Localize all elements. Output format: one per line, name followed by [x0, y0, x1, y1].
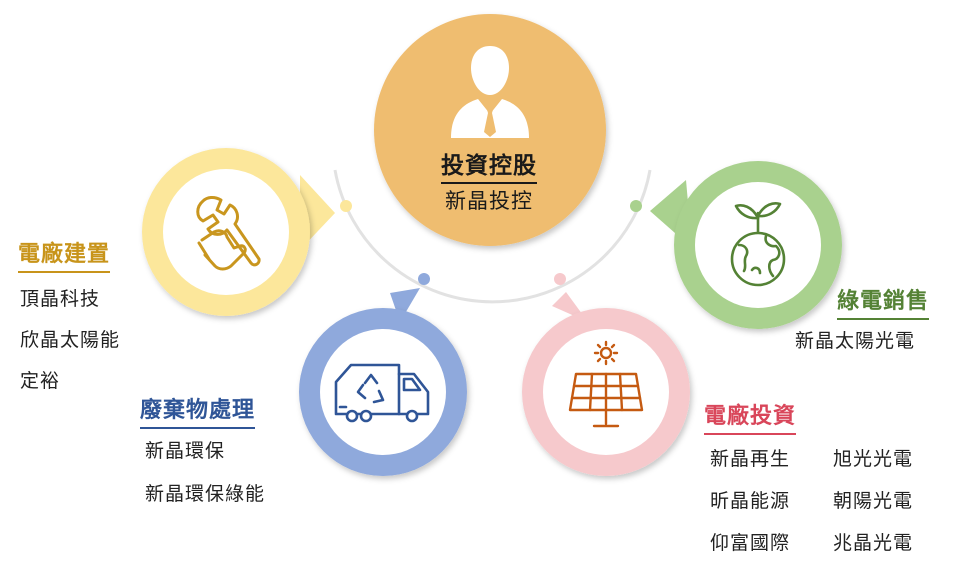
plant-construction-company: 頂晶科技 — [20, 288, 101, 310]
plant-globe-icon — [730, 202, 786, 287]
plant-investment-node — [522, 292, 690, 476]
waste-treatment-company: 新晶環保綠能 — [145, 483, 266, 505]
plant-investment-company: 旭光光電 — [833, 448, 914, 470]
plant-investment-title: 電廠投資 — [704, 398, 797, 435]
recycling-truck-icon — [334, 363, 430, 423]
connector-dot-waste-treatment — [418, 273, 430, 285]
connector-dot-plant-construction — [340, 200, 352, 212]
green-power-node — [650, 161, 842, 329]
businessman-icon — [451, 46, 529, 138]
hub-title: 投資控股 — [441, 146, 537, 184]
green-power-title: 綠電銷售 — [837, 283, 930, 320]
plant-investment-company: 兆晶光電 — [833, 532, 914, 554]
plant-construction-title: 電廠建置 — [18, 236, 111, 273]
solar-panel-icon — [568, 340, 644, 428]
plant-construction-company: 欣晶太陽能 — [20, 329, 121, 351]
plant-investment-company: 新晶再生 — [710, 448, 791, 470]
plant-investment-company: 昕晶能源 — [710, 490, 791, 512]
plant-construction-node — [142, 148, 335, 316]
connector-dot-plant-investment — [554, 273, 566, 285]
waste-treatment-node — [299, 288, 467, 476]
plant-investment-company: 仰富國際 — [710, 532, 791, 554]
hub-node — [374, 14, 606, 246]
connector-dot-green-power — [630, 200, 642, 212]
plant-investment-company: 朝陽光電 — [833, 490, 914, 512]
waste-treatment-company: 新晶環保 — [145, 440, 226, 462]
plant-construction-company: 定裕 — [20, 370, 61, 392]
connector-arc — [333, 169, 652, 304]
waste-treatment-title: 廢棄物處理 — [140, 392, 256, 429]
green-power-company: 新晶太陽光電 — [795, 330, 916, 352]
hub-company: 新晶投控 — [445, 189, 533, 213]
wrench-hand-icon — [196, 196, 261, 271]
